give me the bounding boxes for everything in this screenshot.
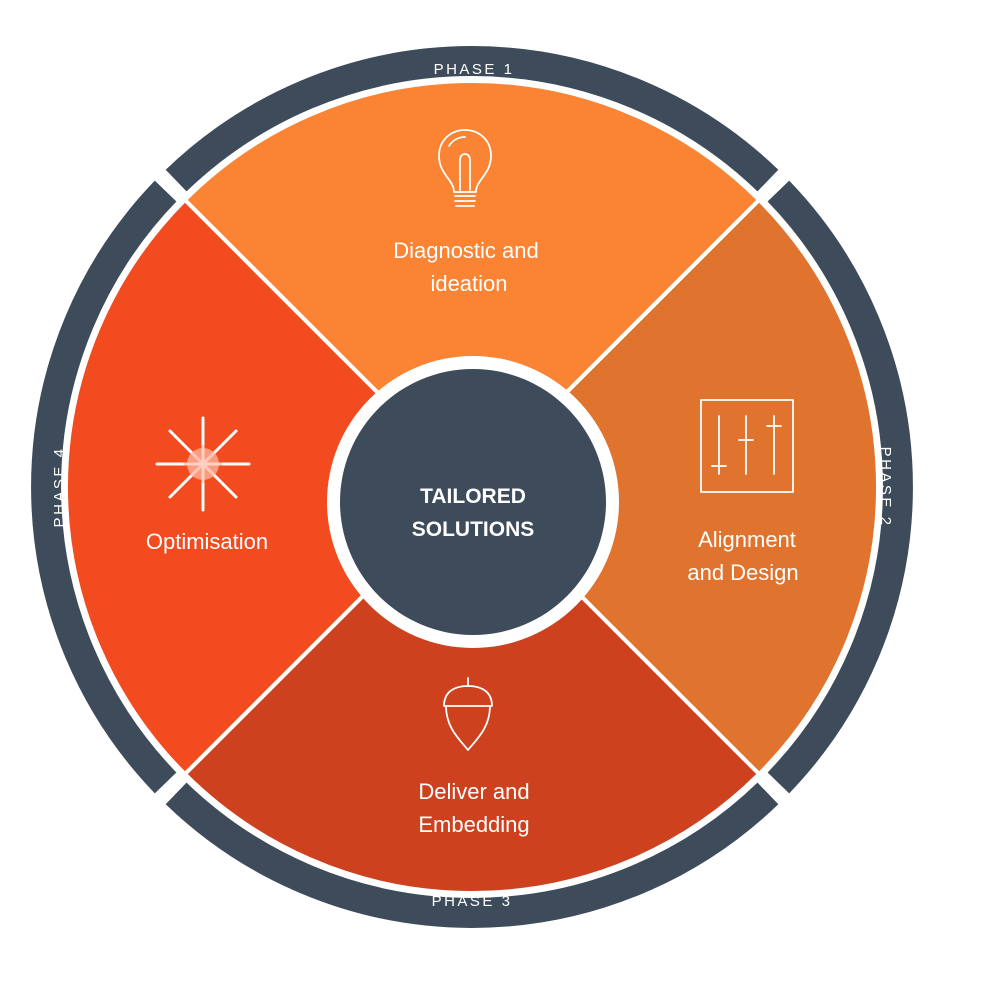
center-title-line1: TAILORED <box>420 485 526 508</box>
phase-4-label: PHASE 4 <box>51 447 68 528</box>
phase-3-label: PHASE 3 <box>432 893 513 910</box>
phase-ring <box>31 46 913 928</box>
phase-1-label: PHASE 1 <box>434 61 515 78</box>
acorn-icon <box>443 677 493 751</box>
segment-left-label: Optimisation <box>146 529 268 554</box>
center-title-line2: SOLUTIONS <box>412 518 535 541</box>
phase-4-arc <box>31 180 177 794</box>
phase-3-arc <box>165 782 779 928</box>
segment-bottom-label-line2: Embedding <box>418 812 529 837</box>
phase-1-arc <box>165 46 779 192</box>
sliders-icon <box>700 399 794 493</box>
sparkle-icon <box>155 416 251 512</box>
segment-alignment[interactable] <box>469 197 881 777</box>
lightbulb-icon <box>438 129 492 207</box>
phase-2-label: PHASE 2 <box>877 447 894 528</box>
phase-2-arc <box>767 180 913 794</box>
segment-top-label-line1: Diagnostic and <box>393 238 539 263</box>
segment-optimisation[interactable] <box>63 197 475 777</box>
segment-bottom-label-line1: Deliver and <box>418 779 529 804</box>
center-circle[interactable] <box>340 369 606 635</box>
segment-right-label-line1: Alignment <box>698 527 796 552</box>
segments <box>63 78 881 896</box>
segment-diagnostic[interactable] <box>182 78 762 490</box>
segment-deliver[interactable] <box>182 484 762 896</box>
segment-top-label-line2: ideation <box>430 271 507 296</box>
segment-right-label-line2: and Design <box>687 560 798 585</box>
